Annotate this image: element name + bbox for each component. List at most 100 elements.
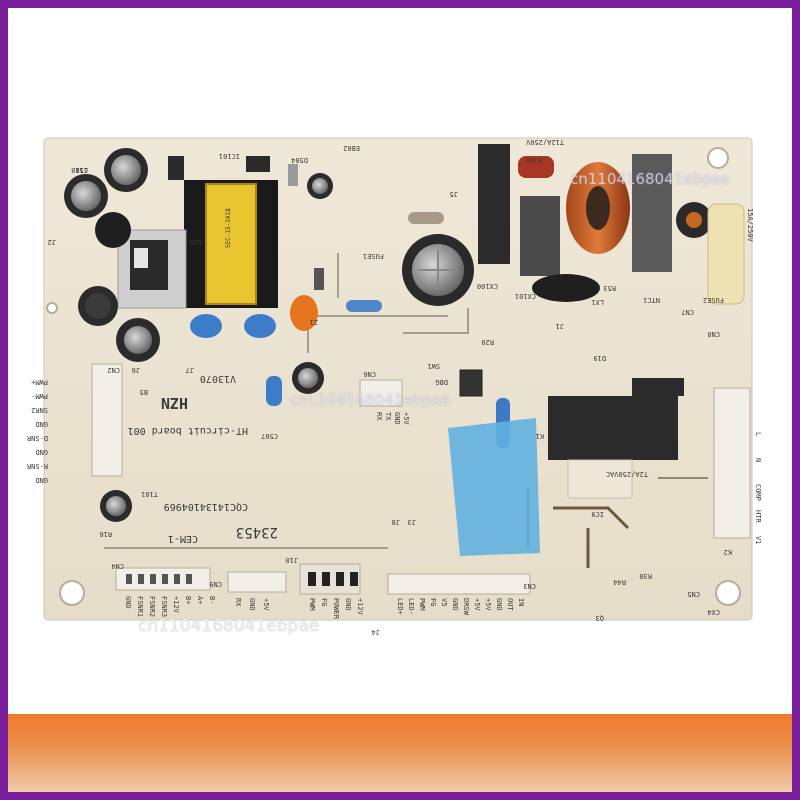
ref-designator: J7 <box>186 366 194 374</box>
ref-designator: FUSE2 <box>703 296 724 304</box>
pin-label: FSNR2 <box>148 596 156 617</box>
pin-label: GND <box>248 598 256 611</box>
pin-label: +5V <box>262 598 270 611</box>
transformer: SEC-15-2A18 <box>184 180 278 308</box>
pin-label: A+ <box>196 596 204 604</box>
ref-designator: R20 <box>481 338 494 346</box>
handwritten-number: 23453 <box>236 524 278 540</box>
ref-designator: J8 <box>392 518 400 526</box>
ref-designator: CX101 <box>515 292 536 300</box>
watermark: cn1104168041ebpae <box>138 616 320 636</box>
pin-label: +5V <box>402 412 410 425</box>
pin-label: GND <box>35 448 48 456</box>
pin-label: GND <box>393 412 401 425</box>
pin-label: FG <box>320 598 328 606</box>
pin-label: B- <box>208 596 216 604</box>
pin-label: PWM <box>418 598 426 611</box>
ref-designator: Q3 <box>596 614 604 622</box>
ref-designator: CN4 <box>111 562 124 570</box>
pin-label: LED+ <box>396 598 404 615</box>
ref-designator: E100 <box>525 156 542 164</box>
photo-frame: SEC-15-2A18 <box>8 8 792 792</box>
ref-designator: CN3 <box>523 582 536 590</box>
ref-designator: EB02 <box>343 144 360 152</box>
pin-label: V1 <box>754 536 762 544</box>
pin-label: N <box>754 458 762 462</box>
pin-label: +5V <box>473 598 481 611</box>
ref-designator: C507 <box>261 432 278 440</box>
ref-designator: CN7 <box>681 308 694 316</box>
svg-text:SEC-15-2A18: SEC-15-2A18 <box>225 208 232 248</box>
ref-designator: NTC1 <box>643 296 660 304</box>
pin-label: GND <box>35 420 48 428</box>
ref-designator: J2 <box>48 238 56 246</box>
ref-designator: DBG <box>435 378 448 386</box>
ref-designator: J4 <box>372 628 380 636</box>
ref-designator: SW1 <box>427 362 440 370</box>
ref-designator: R16 <box>99 530 112 538</box>
part-number: CQC14134104969 <box>164 501 248 512</box>
ref-designator: CX4 <box>707 608 720 616</box>
mounting-hole <box>707 147 729 169</box>
pin-label: LED- <box>407 598 415 615</box>
pin-label: D-SNR <box>26 434 48 442</box>
pin-label: GND <box>35 476 48 484</box>
pin-label: POWER <box>332 598 340 620</box>
ref-designator: D19 <box>593 354 606 362</box>
connectors <box>91 363 751 595</box>
cem-label: CEM-1 <box>168 533 198 544</box>
pin-label: GND <box>451 598 459 611</box>
mounting-holes <box>46 147 741 606</box>
ref-designator: CN5 <box>687 590 700 598</box>
mounting-hole <box>46 302 58 314</box>
pin-label: B+ <box>184 596 192 604</box>
ref-designator: CN2 <box>107 366 120 374</box>
pin-label: HTR <box>754 510 762 523</box>
pcb-photo: SEC-15-2A18 <box>26 137 762 636</box>
ref-designator: C508 <box>71 166 88 174</box>
ref-designator: IC9 <box>591 510 604 518</box>
pin-label: +12V <box>356 598 364 616</box>
mounting-hole <box>59 580 85 606</box>
ref-designator: K1 <box>536 432 544 440</box>
pin-label: OUT <box>506 598 514 611</box>
pin-label: PWM+ <box>31 378 48 386</box>
ref-designator: D504 <box>291 156 308 164</box>
brand-label: HZN <box>161 394 188 412</box>
ref-designator: J1 <box>556 322 564 330</box>
pin-label: IN <box>517 598 525 606</box>
model-number: V13070 <box>200 373 236 384</box>
small-components <box>168 156 510 448</box>
ref-designator: R44 <box>613 578 626 586</box>
pin-label: DRSW <box>462 598 470 616</box>
ref-designator: CX100 <box>477 282 498 290</box>
pin-label: PWM- <box>31 392 48 400</box>
ref-designator: R53 <box>603 284 616 292</box>
ref-designator: J10 <box>285 556 298 564</box>
pin-label: PWM <box>308 598 316 611</box>
bottom-color-band <box>8 714 792 792</box>
pin-label: +12V <box>172 596 180 614</box>
ref-designator: T101 <box>141 490 158 498</box>
ref-designator: Z1 <box>310 318 318 326</box>
heatsink <box>117 229 187 309</box>
pin-label: GND <box>124 596 132 609</box>
ref-designator: FUSE1 <box>363 252 384 260</box>
ref-designator: CN9 <box>209 580 222 588</box>
pin-label: FSNR3 <box>160 596 168 617</box>
fuse1-rating: 15A/250V <box>746 208 754 243</box>
power-filter <box>478 144 745 305</box>
pin-label: SNR2 <box>31 406 48 414</box>
pin-label: COMP <box>754 484 762 501</box>
electrolytic-capacitors <box>64 148 474 522</box>
power-pin-labels: PWM FG POWER GND +12V <box>308 598 364 620</box>
pin-label: GND <box>344 598 352 611</box>
fuse-rating: T12A/250V <box>525 138 564 146</box>
ref-designator: J11 <box>75 166 88 174</box>
ref-designator: J5 <box>450 190 458 198</box>
pin-label: RX <box>234 598 242 607</box>
